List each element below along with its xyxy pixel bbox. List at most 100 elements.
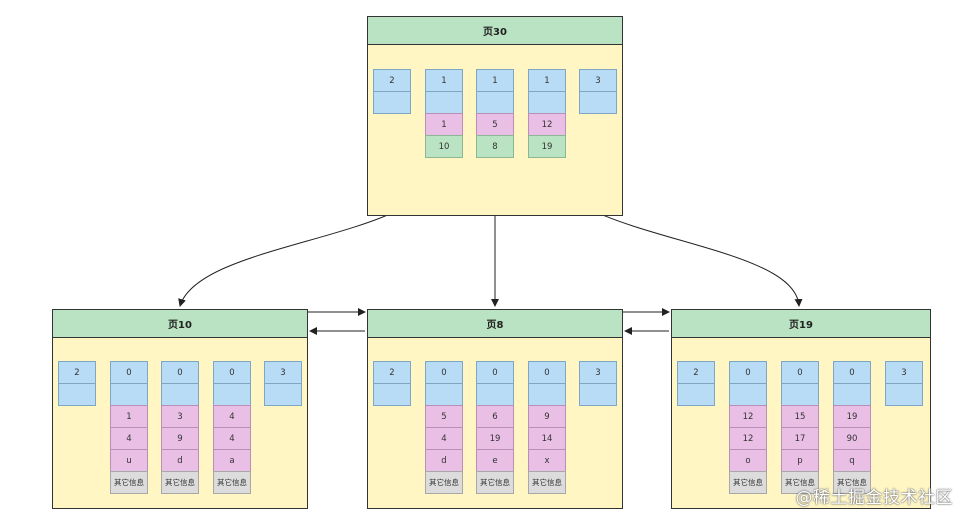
- root-infimum-record: 2: [373, 69, 411, 114]
- record-type: 0: [213, 361, 251, 384]
- root-supremum-label: 3: [579, 69, 617, 92]
- supremum-label: 3: [579, 361, 617, 384]
- watermark: @稀土掘金技术社区: [795, 488, 953, 508]
- record-col-3: p: [781, 449, 819, 472]
- leaf-infimum-record: 2: [58, 361, 96, 406]
- record-page-number: 10: [425, 135, 463, 158]
- record-col-2: 19: [476, 427, 514, 450]
- record-col-3: d: [161, 449, 199, 472]
- root-page-title: 页30: [368, 17, 622, 45]
- leaf-infimum-record: 2: [677, 361, 715, 406]
- record-col-1: 6: [476, 405, 514, 428]
- leaf-infimum-record: 2: [373, 361, 411, 406]
- record-col-1: 19: [833, 405, 871, 428]
- record-col-1: 12: [729, 405, 767, 428]
- record-col-1: 5: [425, 405, 463, 428]
- supremum-next: [885, 383, 923, 406]
- supremum-next: [579, 383, 617, 406]
- root-infimum-label: 2: [373, 69, 411, 92]
- leaf-page-19: 页19 2 0 12 12 o 其它信息 0 15 17 p 其它信息 0 19…: [671, 309, 931, 509]
- infimum-label: 2: [58, 361, 96, 384]
- leaf-record: 0 15 17 p 其它信息: [781, 361, 819, 494]
- record-col-1: 1: [110, 405, 148, 428]
- record-col-3: a: [213, 449, 251, 472]
- root-supremum-record: 3: [579, 69, 617, 114]
- record-col-2: 4: [110, 427, 148, 450]
- record-next: [528, 91, 566, 114]
- record-col-2: 17: [781, 427, 819, 450]
- record-other-info: 其它信息: [425, 471, 463, 494]
- leaf-record: 0 12 12 o 其它信息: [729, 361, 767, 494]
- leaf-record: 0 9 14 x 其它信息: [528, 361, 566, 494]
- leaf-record: 0 6 19 e 其它信息: [476, 361, 514, 494]
- record-next: [161, 383, 199, 406]
- record-next: [110, 383, 148, 406]
- supremum-label: 3: [264, 361, 302, 384]
- record-col-3: u: [110, 449, 148, 472]
- leaf-page-title: 页10: [53, 310, 307, 338]
- record-other-info: 其它信息: [161, 471, 199, 494]
- record-type: 0: [528, 361, 566, 384]
- leaf-supremum-record: 3: [885, 361, 923, 406]
- record-type: 0: [425, 361, 463, 384]
- infimum-label: 2: [677, 361, 715, 384]
- root-record-1: 1 1 10: [425, 69, 463, 158]
- infimum-next: [677, 383, 715, 406]
- record-col-2: 9: [161, 427, 199, 450]
- record-col-3: d: [425, 449, 463, 472]
- record-col-1: 15: [781, 405, 819, 428]
- root-record-2: 1 5 8: [476, 69, 514, 158]
- record-other-info: 其它信息: [476, 471, 514, 494]
- record-type: 0: [110, 361, 148, 384]
- infimum-next: [373, 383, 411, 406]
- record-col-3: x: [528, 449, 566, 472]
- leaf-page-title: 页19: [672, 310, 930, 338]
- leaf-page-title: 页8: [368, 310, 622, 338]
- record-page-number: 19: [528, 135, 566, 158]
- record-other-info: 其它信息: [110, 471, 148, 494]
- leaf-supremum-record: 3: [264, 361, 302, 406]
- record-col-2: 4: [425, 427, 463, 450]
- record-type: 0: [729, 361, 767, 384]
- leaf-supremum-record: 3: [579, 361, 617, 406]
- record-type: 0: [161, 361, 199, 384]
- record-other-info: 其它信息: [729, 471, 767, 494]
- record-col-1: 9: [528, 405, 566, 428]
- leaf-record: 0 5 4 d 其它信息: [425, 361, 463, 494]
- record-type: 1: [476, 69, 514, 92]
- record-next: [425, 383, 463, 406]
- record-next: [476, 383, 514, 406]
- record-other-info: 其它信息: [833, 471, 871, 494]
- record-type: 1: [528, 69, 566, 92]
- record-other-info: 其它信息: [213, 471, 251, 494]
- leaf-record: 0 4 4 a 其它信息: [213, 361, 251, 494]
- record-key: 12: [528, 113, 566, 136]
- supremum-next: [264, 383, 302, 406]
- record-col-2: 12: [729, 427, 767, 450]
- record-key: 5: [476, 113, 514, 136]
- record-col-2: 4: [213, 427, 251, 450]
- root-record-3: 1 12 19: [528, 69, 566, 158]
- record-next: [476, 91, 514, 114]
- record-next: [833, 383, 871, 406]
- record-type: 0: [781, 361, 819, 384]
- root-infimum-next: [373, 91, 411, 114]
- record-col-3: q: [833, 449, 871, 472]
- root-page: 页30 2 1 1 10 1 5 8 1 12 19 3: [367, 16, 623, 216]
- record-col-1: 4: [213, 405, 251, 428]
- record-next: [729, 383, 767, 406]
- leaf-record: 0 19 90 q 其它信息: [833, 361, 871, 494]
- record-type: 0: [476, 361, 514, 384]
- infimum-next: [58, 383, 96, 406]
- record-col-2: 14: [528, 427, 566, 450]
- supremum-label: 3: [885, 361, 923, 384]
- record-next: [781, 383, 819, 406]
- record-next: [213, 383, 251, 406]
- record-type: 0: [833, 361, 871, 384]
- record-type: 1: [425, 69, 463, 92]
- leaf-page-10: 页10 2 0 1 4 u 其它信息 0 3 9 d 其它信息 0 4 4 a …: [52, 309, 308, 509]
- record-col-3: o: [729, 449, 767, 472]
- record-col-3: e: [476, 449, 514, 472]
- record-next: [528, 383, 566, 406]
- root-supremum-next: [579, 91, 617, 114]
